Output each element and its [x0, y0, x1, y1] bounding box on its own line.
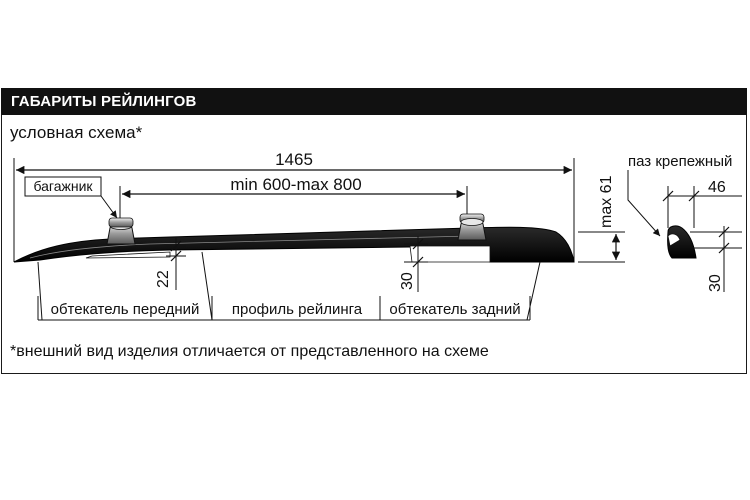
section-height-value: 30 — [707, 274, 724, 292]
rear-clearance-dimension: 30 — [399, 236, 428, 292]
mount-spacing-dimension: min 600-max 800 — [119, 175, 468, 222]
rail-profile-label: профиль рейлинга — [232, 301, 363, 318]
rail-body — [13, 226, 575, 263]
section-width-value: 46 — [708, 179, 726, 196]
groove-label: паз крепежный — [628, 153, 732, 170]
diagram-subtitle: условная схема* — [10, 123, 143, 142]
cross-section-detail: паз крепежный 46 30 — [627, 153, 742, 292]
front-clearance-dimension: 22 — [155, 238, 186, 290]
bottom-leaders — [37, 251, 541, 321]
rail-profile-callout: профиль рейлинга — [212, 296, 381, 321]
front-fairing-label: обтекатель передний — [51, 301, 200, 318]
rear-rack-foot-icon — [457, 213, 487, 241]
rear-fairing-label: обтекатель задний — [389, 301, 520, 318]
footnote: *внешний вид изделия отличается от предс… — [10, 343, 489, 360]
rear-fairing-callout: обтекатель задний — [380, 296, 531, 321]
mount-spacing-value: min 600-max 800 — [230, 175, 361, 194]
overall-length-dimension: 1465 — [13, 150, 575, 262]
rear-clearance-value: 30 — [399, 272, 416, 290]
front-clearance-value: 22 — [155, 270, 172, 288]
overall-length-value: 1465 — [275, 150, 313, 169]
front-fairing-callout: обтекатель передний — [37, 296, 213, 321]
rack-callout: багажник — [24, 176, 118, 219]
rack-label: багажник — [33, 178, 93, 194]
front-rack-foot-icon — [106, 217, 136, 245]
max-height-dimension: max 61 — [578, 175, 625, 263]
max-height-value: max 61 — [598, 175, 615, 228]
section-header: ГАБАРИТЫ РЕЙЛИНГОВ — [1, 88, 747, 115]
